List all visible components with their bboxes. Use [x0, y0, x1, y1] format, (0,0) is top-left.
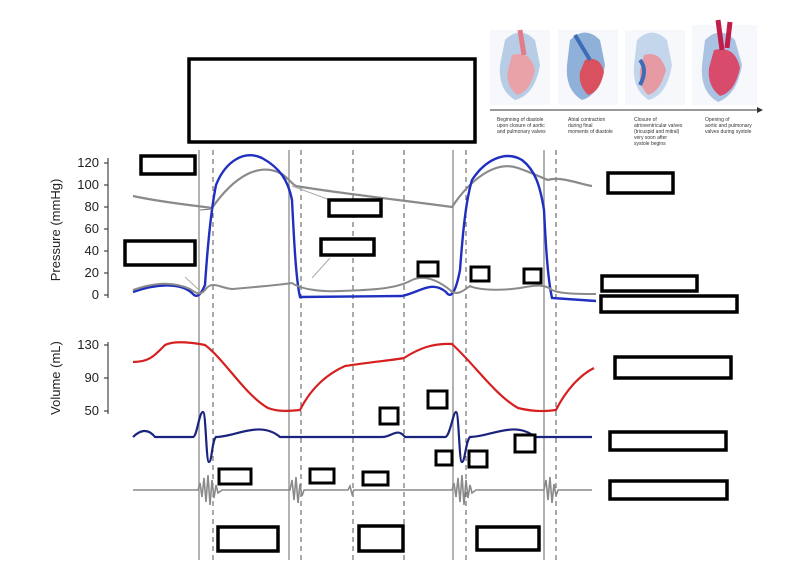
traces	[132, 154, 597, 506]
label-box-sound-s3[interactable]	[361, 470, 390, 487]
heart-caption-3-line-1: Closure of	[634, 117, 657, 123]
pressure-tick-label: 120	[77, 155, 99, 170]
heart-caption-3-line-3: (tricuspid and mitral)	[634, 129, 680, 135]
label-box-right-atrial[interactable]	[600, 274, 699, 293]
label-box-phase-systole-2[interactable]	[475, 525, 541, 552]
aortic-pressure-trace	[132, 165, 593, 210]
heart-caption-3-line-4: very soon after	[634, 135, 667, 141]
heart-caption-2-line-2: during final	[568, 123, 592, 129]
label-box-a-wave[interactable]	[416, 260, 440, 278]
ventricular-pressure-trace	[132, 154, 597, 303]
volume-tick-label: 90	[85, 370, 99, 385]
pointer-line	[199, 208, 213, 211]
label-box-sound-s1[interactable]	[217, 467, 253, 486]
ventricular-volume-trace	[132, 341, 595, 413]
pressure-tick-label: 100	[77, 177, 99, 192]
label-box-right-ventricular[interactable]	[599, 294, 739, 314]
label-box-right-ecg[interactable]	[608, 430, 728, 452]
heart-illustrations: Beginning of diastole upon closure of ao…	[490, 19, 763, 147]
label-box-v-wave[interactable]	[522, 267, 543, 285]
label-box-phase-systole[interactable]	[216, 525, 280, 553]
label-box-aortic-pressure[interactable]	[139, 154, 197, 176]
heart-caption-4-line-3: valves during systole	[705, 129, 752, 135]
label-box-ecg-p-wave[interactable]	[426, 389, 449, 410]
pressure-axis-title: Pressure (mmHg)	[48, 179, 63, 282]
pointer-line	[311, 257, 331, 279]
volume-tick-label: 130	[77, 337, 99, 352]
label-box-atrial-pressure-left[interactable]	[123, 239, 197, 267]
label-boxes	[123, 57, 739, 553]
timeline-arrowhead	[757, 107, 763, 113]
heart-illustration-semilunar-opening	[692, 19, 757, 105]
label-box-right-heart-sounds[interactable]	[608, 479, 729, 501]
label-box-dicrotic-notch[interactable]	[327, 198, 383, 218]
heart-caption-3-line-5: systole begins	[634, 141, 666, 147]
label-box-ecg-q[interactable]	[434, 449, 454, 467]
pointer-line	[184, 276, 199, 290]
heart-illustration-av-closure	[625, 30, 685, 105]
pressure-tick-label: 60	[85, 221, 99, 236]
label-box-sound-s2[interactable]	[308, 467, 336, 485]
label-box-right-aortic[interactable]	[606, 171, 675, 195]
label-box-ecg-t[interactable]	[513, 433, 537, 454]
heart-caption-2-line-3: moments of diastole	[568, 129, 613, 135]
volume-axis: 130 90 50 Volume (mL)	[48, 337, 109, 418]
pressure-axis: 120 100 80 60 40 20 0 Pressure (mmHg)	[48, 155, 109, 302]
label-box-title-blank[interactable]	[187, 57, 477, 144]
label-box-atrial-pressure-mid[interactable]	[319, 237, 376, 257]
heart-illustration-atrial-contraction	[558, 30, 618, 105]
volume-axis-title: Volume (mL)	[48, 341, 63, 415]
heart-caption-2-line-1: Atrial contraction	[568, 117, 605, 123]
atrial-pressure-trace	[132, 276, 597, 295]
label-box-c-wave[interactable]	[469, 265, 491, 283]
heart-caption-3-line-2: atrioventricular valves	[634, 123, 683, 129]
pointer-line	[291, 185, 331, 201]
heart-caption-1-line-3: and pulmonary valves	[497, 129, 546, 135]
pressure-tick-label: 0	[92, 287, 99, 302]
heart-caption-4-line-2: aortic and pulmonary	[705, 123, 752, 129]
heart-caption-1-line-1: Beginning of diastole	[497, 117, 544, 123]
ecg-trace	[132, 410, 592, 464]
heart-sounds-trace	[133, 474, 592, 506]
heart-caption-1-line-2: upon closure of aortic	[497, 123, 545, 129]
label-box-phase-diastole[interactable]	[357, 524, 405, 553]
label-box-right-volume[interactable]	[613, 355, 733, 380]
pressure-tick-label: 20	[85, 265, 99, 280]
pressure-tick-label: 80	[85, 199, 99, 214]
label-box-ecg-s[interactable]	[467, 449, 489, 469]
heart-caption-4-line-1: Opening of	[705, 117, 730, 123]
volume-tick-label: 50	[85, 403, 99, 418]
label-box-ecg-t-wave[interactable]	[378, 406, 400, 426]
heart-illustration-diastole-start	[490, 29, 550, 105]
pressure-tick-label: 40	[85, 243, 99, 258]
